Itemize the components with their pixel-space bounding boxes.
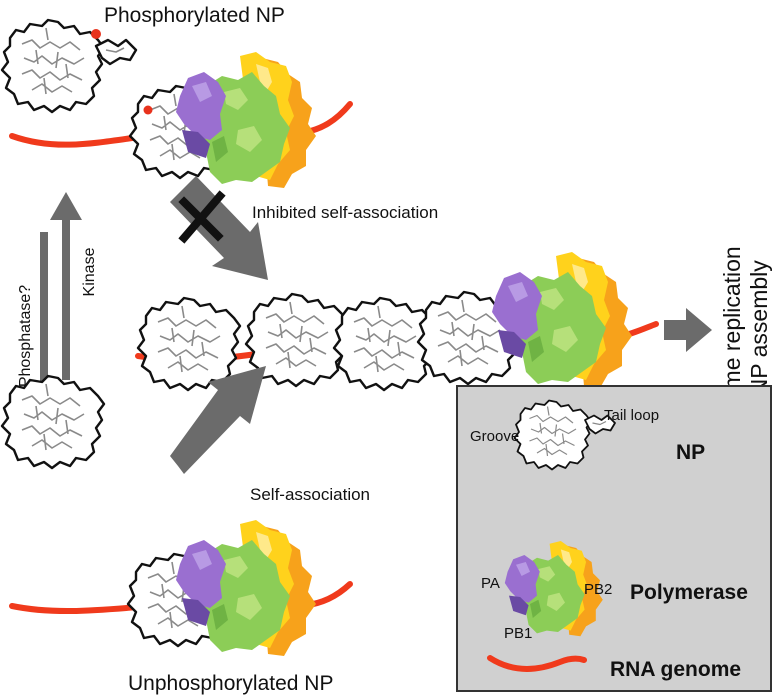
output-arrow: [664, 308, 712, 352]
inhibited-arrow: [170, 176, 268, 280]
legend-groove-label: Groove: [470, 428, 519, 445]
kinase-arrow: [50, 192, 82, 380]
kinase-label: Kinase: [81, 247, 98, 296]
phosphorylated-np-label: Phosphorylated NP: [104, 4, 285, 27]
self-association-arrow: [170, 366, 266, 474]
legend-rna-label: RNA genome: [610, 658, 741, 681]
phosphatase-label: Phosphatase?: [17, 285, 34, 387]
legend-rna-icon: [487, 655, 587, 672]
unphosphorylated-complex: [9, 520, 353, 656]
self-association-label: Self-association: [250, 485, 370, 504]
unphosphorylated-np-label: Unphosphorylated NP: [128, 672, 333, 695]
legend-pb2-label: PB2: [584, 581, 612, 598]
phospho-site-icon: [91, 29, 101, 39]
unphosphorylated-np-monomer-icon: [0, 374, 106, 470]
legend-tail-loop-label: Tail loop: [604, 407, 659, 424]
legend-pa-label: PA: [481, 575, 500, 592]
np-monomer-icon: [136, 296, 242, 392]
legend-panel: Groove Tail loop NP PA PB2 PB1 Polymeras…: [456, 385, 772, 692]
phosphorylated-complex: [9, 52, 353, 188]
legend-np-label: NP: [676, 441, 705, 464]
block-x-icon: [178, 190, 226, 244]
phospho-site-icon: [143, 105, 153, 115]
legend-pb1-label: PB1: [504, 625, 532, 642]
legend-polymerase-label: Polymerase: [630, 581, 748, 604]
rnp-chain: [135, 252, 659, 392]
inhibited-label: Inhibited self-association: [252, 203, 438, 222]
phosphatase-arrow: [30, 232, 58, 436]
phosphorylated-np-monomer-icon: [2, 20, 136, 112]
polymerase-icon: [492, 252, 632, 388]
